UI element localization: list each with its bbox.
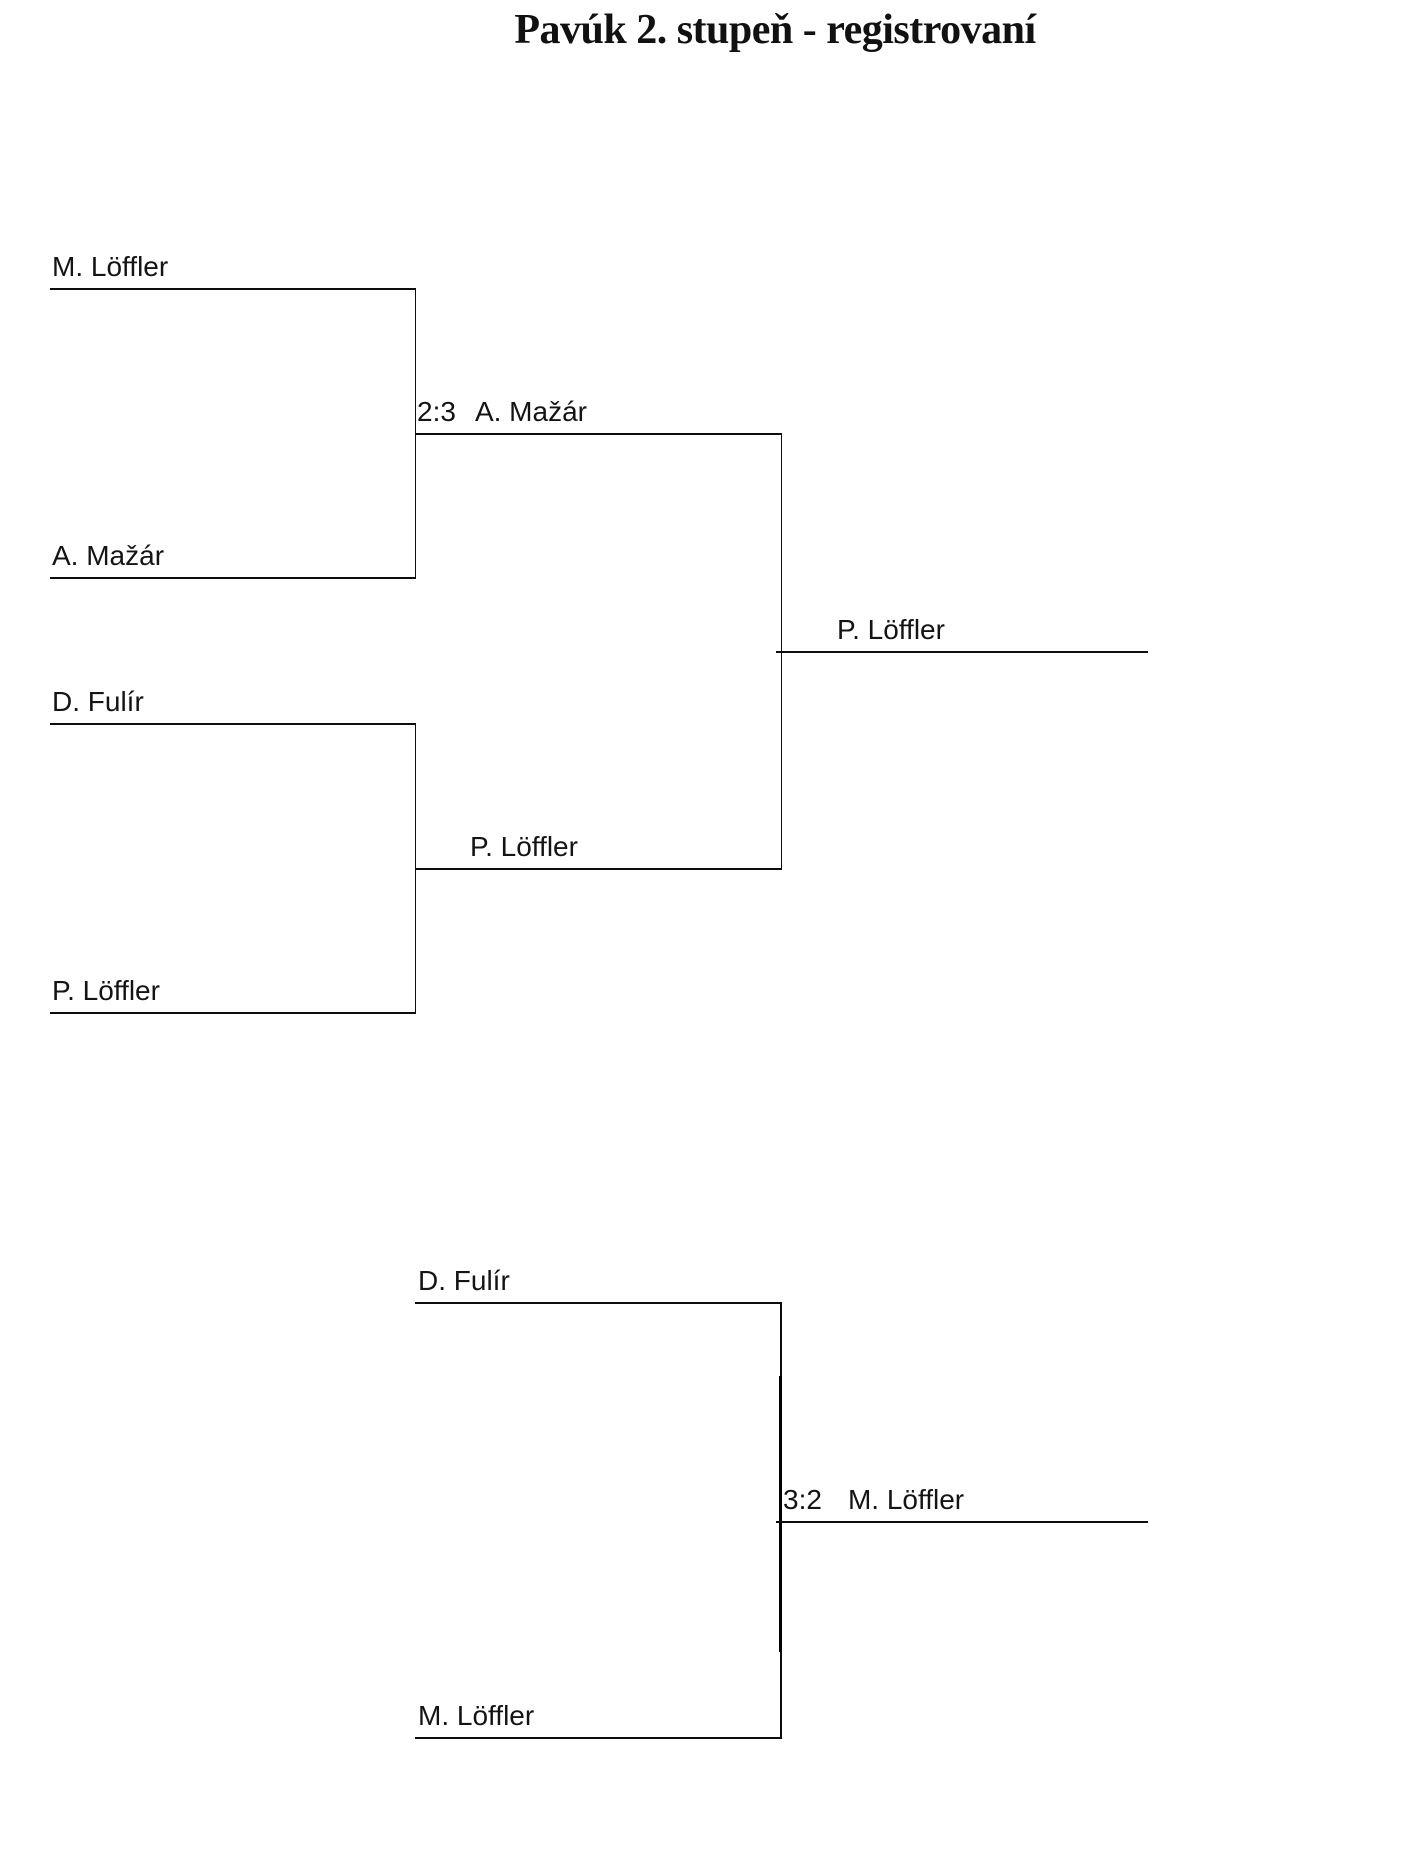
final-winner-line (776, 651, 1148, 653)
match1-winner-label: A. Mažár (474, 396, 587, 427)
match1-winner-row: 2:3 A. Mažár (417, 396, 587, 428)
match2-player-bottom-line (50, 1012, 416, 1014)
bottom-match-winner-label: M. Löffler (847, 1484, 965, 1515)
bottom-match-player-top-line (415, 1302, 781, 1304)
match1-player-top-label: M. Löffler (52, 251, 169, 282)
bottom-match-player-top-label: D. Fulír (418, 1265, 510, 1296)
match2-player-top-line (50, 723, 416, 725)
bottom-match-player-bottom-label: M. Löffler (418, 1700, 535, 1731)
match1-player-bottom-label: A. Mažár (52, 540, 165, 571)
match1-score: 2:3 (417, 396, 456, 427)
bottom-match-connector-overlap-line (778, 1376, 782, 1652)
match1-player-top-line (50, 288, 416, 290)
final-winner-label: P. Löffler (837, 614, 945, 645)
match1-winner-line (414, 433, 782, 435)
match2-player-bottom-label: P. Löffler (52, 975, 160, 1006)
page-title: Pavúk 2. stupeň - registrovaní (514, 7, 1036, 53)
bottom-match-score: 3:2 (783, 1484, 822, 1515)
bottom-match-winner-row: 3:2 M. Löffler (783, 1484, 964, 1516)
match2-player-top-label: D. Fulír (52, 686, 144, 717)
match1-player-bottom-line (50, 577, 416, 579)
match2-winner-line (414, 868, 782, 870)
bottom-match-player-bottom-line (415, 1737, 781, 1739)
match2-winner-label: P. Löffler (470, 831, 578, 862)
bottom-match-winner-line (776, 1521, 1148, 1523)
